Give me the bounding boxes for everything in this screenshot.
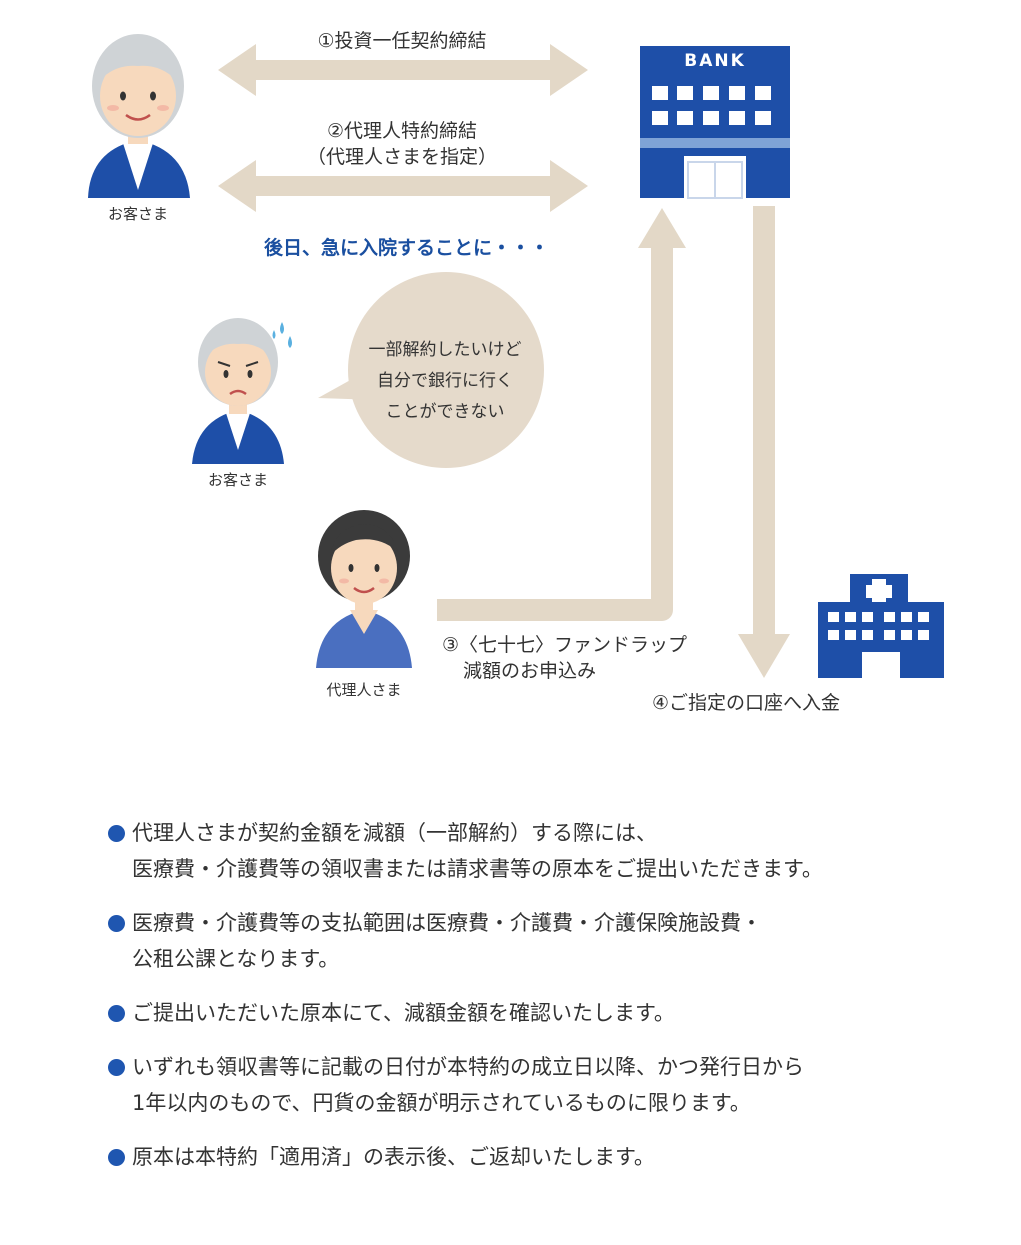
bubble-text: 一部解約したいけど 自分で銀行に行く ことができない	[350, 335, 540, 428]
step3-label-line2: 減額のお申込み	[463, 660, 597, 682]
bank-sign: BANK	[684, 51, 746, 71]
bullet-icon	[108, 1149, 125, 1166]
agent-label: 代理人さま	[326, 681, 402, 699]
agent-icon	[316, 510, 412, 668]
worried-customer-icon	[192, 318, 284, 464]
bubble-line-2: 自分で銀行に行く	[377, 371, 513, 391]
bubble-line-1: 一部解約したいけど	[368, 340, 522, 360]
bullet-icon	[108, 825, 125, 842]
note-item: 医療費・介護費等の支払範囲は医療費・介護費・介護保険施設費・ 公租公課となります…	[108, 905, 968, 977]
hospital-icon	[818, 574, 944, 678]
step1-label: ①投資一任契約締結	[317, 30, 487, 52]
arrow-bank-to-account	[738, 206, 790, 678]
double-arrow-agent-contract	[218, 160, 588, 212]
bubble-line-3: ことができない	[385, 402, 505, 422]
step2-label-line1: ②代理人特約締結	[326, 120, 478, 142]
step3-label-line1: ③〈七十七〉ファンドラップ	[442, 634, 688, 656]
double-arrow-contract	[218, 44, 588, 96]
customer-label-mid: お客さま	[207, 471, 268, 489]
bank-icon	[640, 46, 790, 199]
note-item: 原本は本特約「適用済」の表示後、ご返却いたします。	[108, 1139, 968, 1175]
note-item: いずれも領収書等に記載の日付が本特約の成立日以降、かつ発行日から 1年以内のもの…	[108, 1049, 968, 1121]
customer-icon	[88, 34, 190, 198]
bullet-icon	[108, 1005, 125, 1022]
note-item: ご提出いただいた原本にて、減額金額を確認いたします。	[108, 995, 968, 1031]
bullet-icon	[108, 915, 125, 932]
customer-label-top: お客さま	[107, 205, 168, 223]
later-hospitalized-note: 後日、急に入院することに・・・	[264, 237, 550, 259]
bullet-icon	[108, 1059, 125, 1076]
speech-bubble	[318, 272, 544, 468]
arrow-agent-to-bank	[437, 208, 686, 621]
notes-list: 代理人さまが契約金額を減額（一部解約）する際には、 医療費・介護費等の領収書また…	[108, 815, 968, 1193]
flow-diagram	[88, 34, 944, 678]
step2-label-line2: （代理人さまを指定）	[306, 146, 497, 168]
note-item: 代理人さまが契約金額を減額（一部解約）する際には、 医療費・介護費等の領収書また…	[108, 815, 968, 887]
sweat-drop-icon	[272, 322, 292, 348]
step4-label: ④ご指定の口座へ入金	[652, 692, 841, 714]
